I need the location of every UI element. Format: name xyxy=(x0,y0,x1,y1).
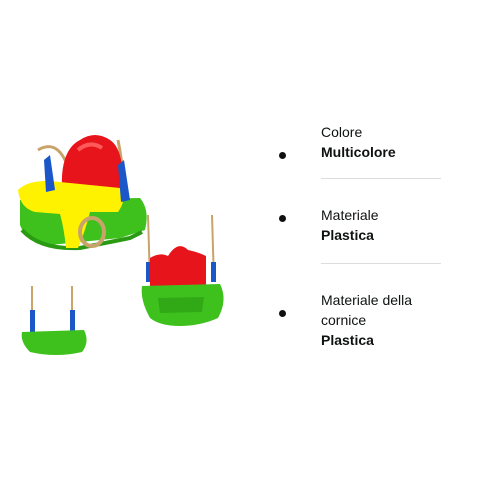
swing-with-backrest-illustration xyxy=(141,214,224,326)
attribute-label: Colore xyxy=(321,124,363,140)
product-attributes-list: Colore Multicolore Materiale Plastica Ma… xyxy=(272,108,442,350)
toddler-swing-illustration xyxy=(18,135,147,251)
product-image xyxy=(18,135,224,355)
attribute-row-color: Colore Multicolore xyxy=(272,122,442,162)
bullet-icon xyxy=(279,152,286,159)
attribute-label: Materiale xyxy=(321,207,379,223)
divider xyxy=(321,178,441,179)
attribute-value: Plastica xyxy=(321,227,374,243)
attribute-value: Plastica xyxy=(321,332,374,348)
bullet-icon xyxy=(279,215,286,222)
attribute-label: Materiale della cornice xyxy=(321,292,413,328)
plain-swing-illustration xyxy=(21,286,87,355)
attribute-row-material: Materiale Plastica xyxy=(272,205,442,245)
attribute-value: Multicolore xyxy=(321,144,396,160)
attribute-row-frame-material: Materiale della cornice Plastica xyxy=(272,290,442,350)
bullet-icon xyxy=(279,310,286,317)
divider xyxy=(321,263,441,264)
